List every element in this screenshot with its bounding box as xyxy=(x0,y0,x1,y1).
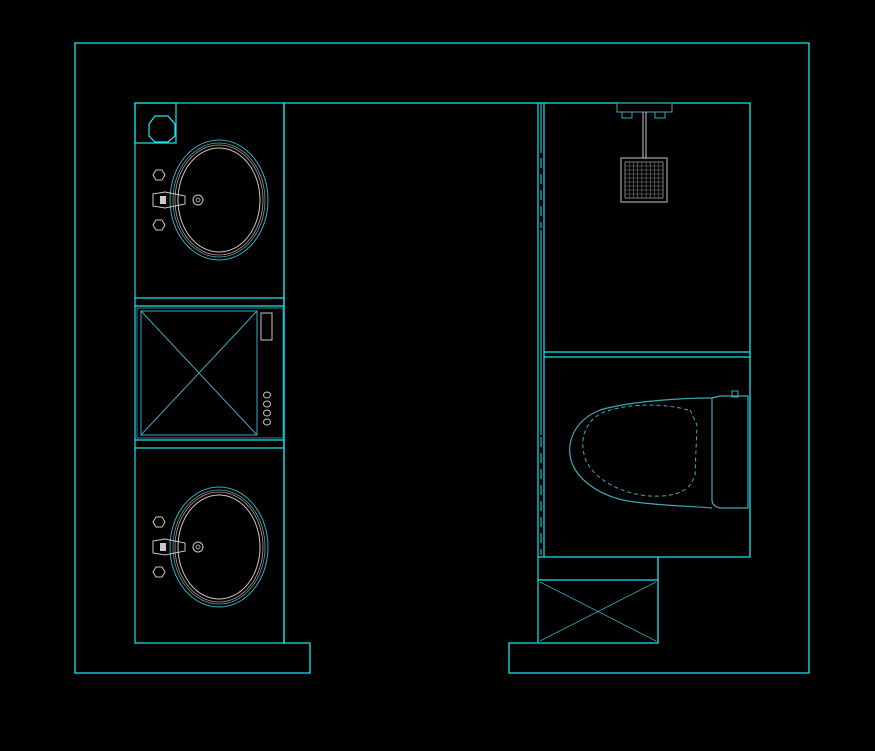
left-vanity-cabinet xyxy=(134,102,285,644)
valve-handle-icon xyxy=(152,516,166,528)
valve-handle-icon xyxy=(152,219,166,231)
shower-room xyxy=(537,103,750,557)
faucet-icon xyxy=(152,538,186,556)
washbasin-bottom xyxy=(152,486,269,608)
storage-cabinet xyxy=(537,556,658,643)
outer-wall xyxy=(74,42,810,674)
washbasin-top xyxy=(152,139,269,261)
drain-fitting xyxy=(148,115,176,143)
washing-machine xyxy=(136,307,284,439)
faucet-icon xyxy=(152,191,186,209)
shower-head xyxy=(616,102,673,203)
valve-handle-icon xyxy=(152,566,166,578)
valve-handle-icon xyxy=(152,169,166,181)
toilet xyxy=(569,390,749,509)
